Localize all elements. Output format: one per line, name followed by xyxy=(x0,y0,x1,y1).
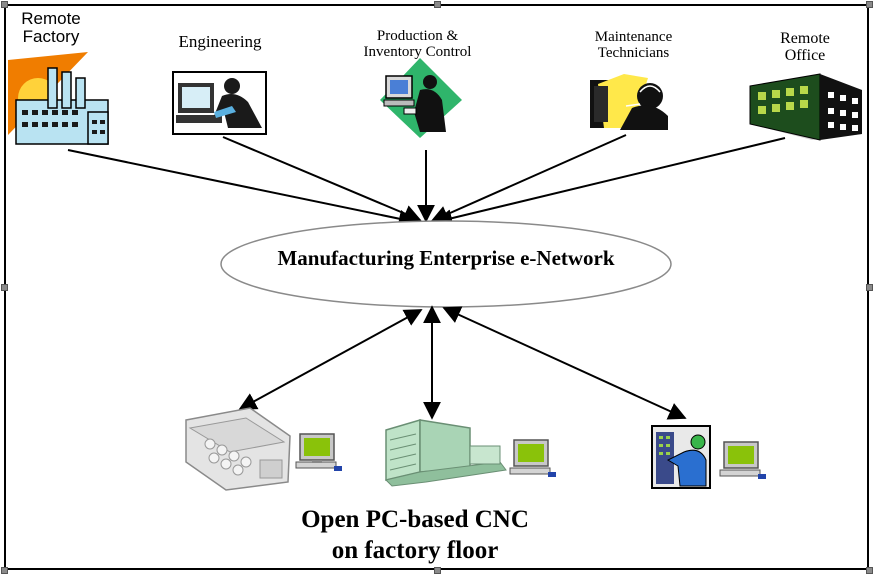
hub-label: Manufacturing Enterprise e-Network xyxy=(277,246,615,270)
resize-handle-top-right[interactable] xyxy=(866,1,873,8)
connector-floor-right xyxy=(442,306,687,420)
resize-handle-top-center[interactable] xyxy=(434,1,441,8)
resize-handle-bottom-left[interactable] xyxy=(1,567,8,574)
connector-engineering xyxy=(222,136,422,223)
resize-handle-mid-right[interactable] xyxy=(866,284,873,291)
node-label-remote-factory: Remote Factory xyxy=(21,9,81,46)
node-label-engineering: Engineering xyxy=(178,32,262,51)
pc-terminal-icon-3 xyxy=(719,441,766,479)
resize-handle-bottom-right[interactable] xyxy=(866,567,873,574)
factory-line-icon xyxy=(385,418,507,487)
operator-computer-icon xyxy=(380,58,462,138)
resize-handle-bottom-center[interactable] xyxy=(434,567,441,574)
office-building-icon xyxy=(749,73,862,141)
connector-floor-left xyxy=(238,309,423,410)
connector-remote-office xyxy=(434,137,786,227)
technician-headset-icon xyxy=(590,74,668,130)
resize-handle-top-left[interactable] xyxy=(1,1,8,8)
engineer-computer-icon xyxy=(172,71,267,135)
resize-handle-mid-left[interactable] xyxy=(1,284,8,291)
floor-title: Open PC-based CNC on factory floor xyxy=(301,506,529,564)
pc-terminal-icon xyxy=(295,433,342,471)
node-label-production: Production & Inventory Control xyxy=(363,28,472,60)
pc-terminal-icon-2 xyxy=(509,439,556,477)
node-label-remote-office: Remote Office xyxy=(780,30,830,64)
factory-icon xyxy=(8,52,109,145)
cnc-machine-icon xyxy=(185,407,291,491)
node-label-maintenance: Maintenance Technicians xyxy=(594,29,673,61)
connector-maintenance xyxy=(430,134,627,223)
operator-panel-icon xyxy=(651,425,711,489)
connector-remote-factory xyxy=(67,149,417,228)
